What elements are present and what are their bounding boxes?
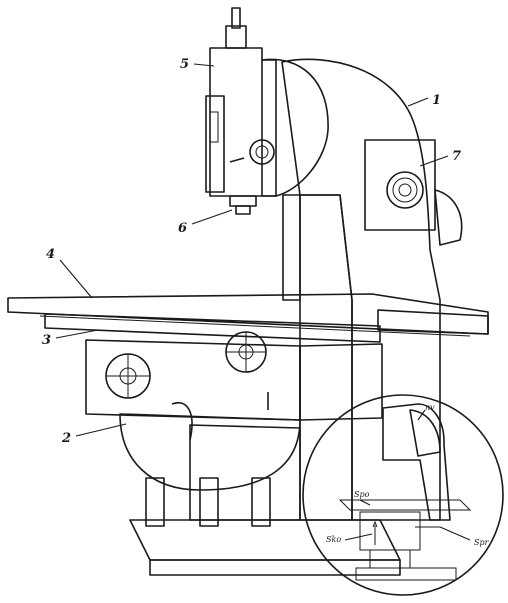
label-5: 5: [180, 57, 189, 72]
label-3: 3: [42, 333, 51, 348]
part-labels: 1 2 3 4 5 6 7: [42, 57, 461, 446]
label-2: 2: [61, 431, 71, 446]
leader-lines: [55, 63, 471, 541]
inset-labels: nv Spo Spr Sko: [326, 403, 490, 547]
label-4: 4: [46, 247, 55, 262]
label-7: 7: [452, 149, 461, 164]
motor-housing: [364, 139, 463, 246]
machine-base: [129, 477, 401, 576]
inset-label-nv: nv: [425, 403, 435, 412]
inset-label-spo: Spo: [354, 490, 370, 499]
inset-label-sko: Sko: [326, 535, 341, 544]
machine-column: [281, 58, 441, 521]
work-table: [7, 293, 489, 343]
handwheels: [105, 331, 269, 441]
label-1: 1: [432, 93, 441, 108]
kinematics-inset: [302, 394, 504, 596]
vertical-milling-head: [205, 7, 329, 215]
label-6: 6: [178, 221, 187, 236]
inset-label-spr: Spr: [474, 538, 490, 547]
